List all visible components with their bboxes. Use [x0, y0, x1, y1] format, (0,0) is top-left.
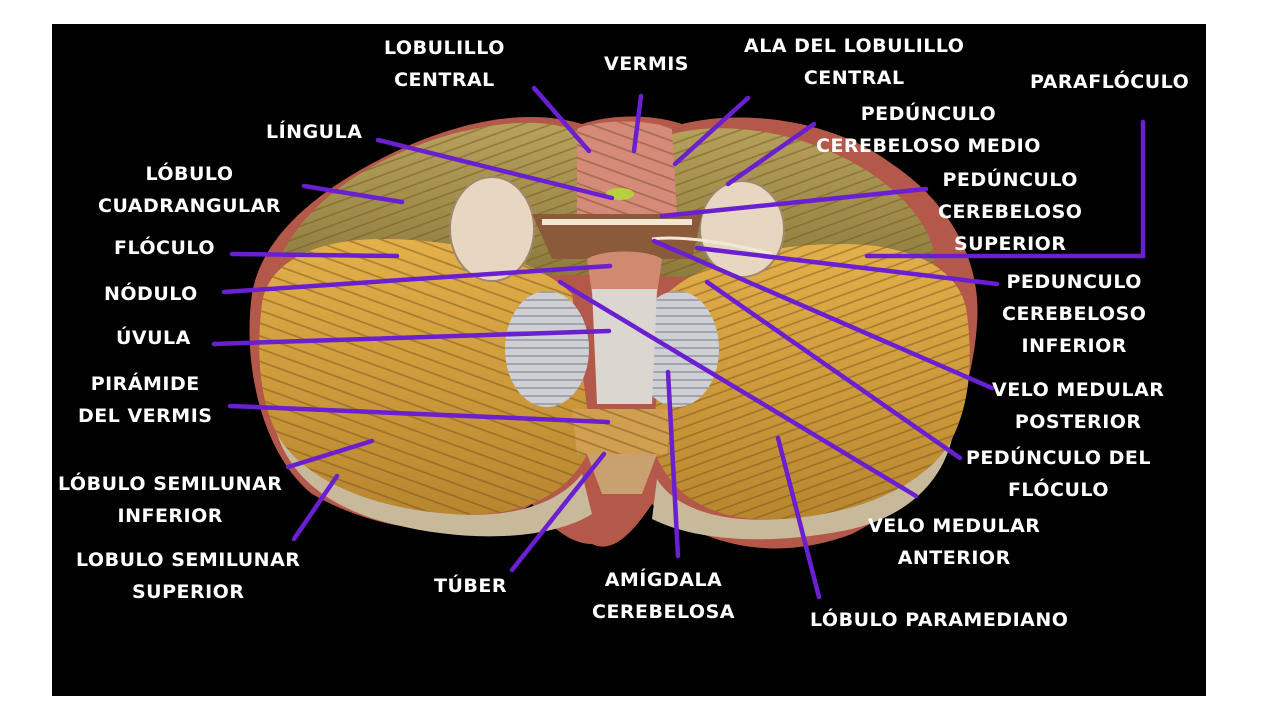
leader-lines — [211, 85, 1146, 600]
label-semilunar-superior: LOBULO SEMILUNAR SUPERIOR — [76, 549, 301, 603]
leader-lingula — [375, 137, 615, 201]
label-nodulo: NÓDULO — [104, 283, 198, 305]
leader-tuber — [509, 451, 607, 573]
label-floculo: FLÓCULO — [114, 237, 216, 259]
leader-floculo — [229, 251, 400, 259]
label-lobulo-cuadrangular: LÓBULO CUADRANGULAR — [98, 163, 281, 217]
leader-semilunar-inferior — [285, 438, 375, 470]
leader-pedunculo-medio — [725, 121, 817, 187]
leader-parafloculo — [864, 119, 1146, 259]
label-pedunculo-superior: PEDÚNCULO CEREBELOSO SUPERIOR — [938, 169, 1083, 255]
diagram-frame: LOBULILLO CENTRAL VERMIS ALA DEL LOBULIL… — [52, 24, 1206, 696]
leader-piramide — [227, 403, 611, 425]
leader-amigdala — [665, 369, 681, 559]
label-pedunculo-floculo: PEDÚNCULO DEL FLÓCULO — [966, 447, 1151, 501]
label-lobulillo-central: LOBULILLO CENTRAL — [384, 37, 505, 91]
label-piramide-vermis: PIRÁMIDE DEL VERMIS — [78, 373, 213, 427]
label-tuber: TÚBER — [434, 575, 507, 597]
nodulo — [587, 251, 662, 294]
uvula — [592, 289, 657, 404]
label-ala-lobulillo-central: ALA DEL LOBULILLO CENTRAL — [744, 35, 965, 89]
leader-paramediano — [775, 435, 822, 600]
label-lingula: LÍNGULA — [266, 121, 363, 143]
left-peduncle-cut — [449, 176, 535, 282]
ventricle-area — [532, 214, 702, 259]
leader-ala-lobulillo — [672, 95, 751, 167]
leader-lobulillo-central — [531, 85, 592, 154]
label-uvula: ÚVULA — [116, 327, 191, 349]
label-pedunculo-medio: PEDÚNCULO CEREBELOSO MEDIO — [816, 103, 1041, 157]
label-vermis: VERMIS — [604, 53, 689, 75]
leader-velo-posterior — [651, 238, 995, 391]
leader-pedunculo-inferior — [694, 245, 1000, 287]
leader-vermis — [631, 93, 644, 154]
leader-velo-anterior — [557, 279, 919, 499]
right-peduncle-cut — [699, 180, 785, 278]
leader-semilunar-superior — [291, 473, 340, 542]
leader-pedunculo-floculo — [704, 279, 963, 461]
leader-uvula — [211, 328, 612, 347]
leader-pedunculo-superior — [659, 186, 929, 219]
right-lower-lobe — [652, 439, 952, 540]
label-velo-medular-posterior: VELO MEDULAR POSTERIOR — [992, 379, 1165, 433]
cerebellum-illustration — [211, 85, 1146, 600]
leader-nodulo — [221, 263, 613, 295]
label-velo-medular-anterior: VELO MEDULAR ANTERIOR — [868, 515, 1041, 569]
label-lobulo-paramediano: LÓBULO PARAMEDIANO — [810, 609, 1069, 631]
label-pedunculo-inferior: PEDUNCULO CEREBELOSO INFERIOR — [1002, 271, 1147, 357]
left-lower-lobe — [277, 434, 592, 537]
label-amigdala-cerebelosa: AMÍGDALA CEREBELOSA — [592, 569, 735, 623]
label-semilunar-inferior: LÓBULO SEMILUNAR INFERIOR — [58, 473, 283, 527]
label-parafloculo: PARAFLÓCULO — [1030, 71, 1190, 93]
tuber — [587, 454, 657, 494]
leader-lobulo-cuadrangular — [301, 183, 405, 205]
